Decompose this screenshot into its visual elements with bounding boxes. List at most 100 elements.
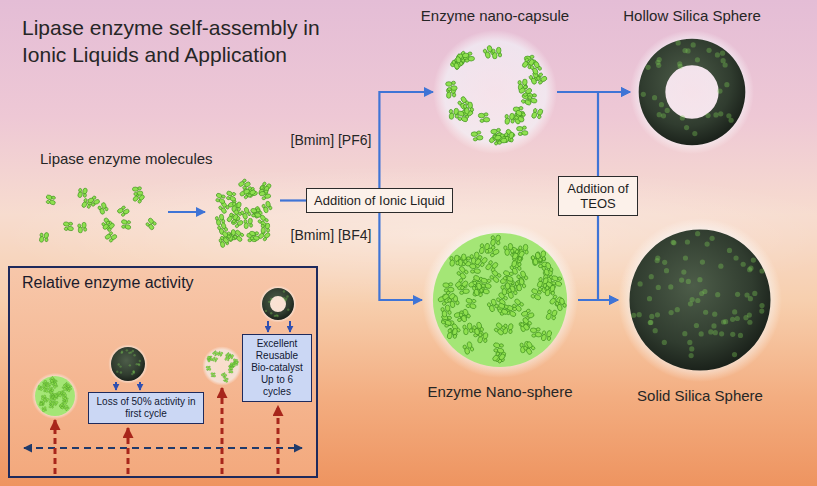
enzyme-molecule: [500, 282, 511, 295]
enzyme-speck: [117, 363, 119, 365]
node-label: Relative enzyme activity: [22, 274, 316, 292]
enzyme-speck: [724, 82, 729, 87]
enzyme-molecule: [232, 229, 246, 243]
enzyme-speck: [126, 349, 128, 351]
enzyme-speck: [748, 296, 753, 301]
enzyme-molecule: [471, 131, 483, 141]
enzyme-molecule: [489, 234, 501, 248]
loss-arrow: [267, 321, 269, 332]
enzyme-speck: [645, 65, 650, 70]
enzyme-molecule: [449, 254, 460, 267]
nano-capsule: Enzyme nano-capsule: [433, 30, 557, 154]
process-box: Addition of TEOS: [558, 176, 638, 216]
enzyme-speck: [662, 340, 667, 345]
enzyme-molecule: [442, 282, 455, 293]
enzyme-molecule: [102, 219, 116, 233]
activity-arrow: [277, 406, 280, 474]
step-arrow: [168, 211, 205, 213]
node-label: Enzyme nano-capsule: [421, 7, 569, 24]
enzyme-speck: [705, 242, 710, 247]
inset-panel: Relative enzyme activityLoss of 50% acti…: [8, 266, 318, 478]
enzyme-molecule: [536, 275, 550, 290]
enzyme-speck: [270, 312, 272, 314]
enzyme-molecule: [49, 376, 55, 383]
enzyme-molecule: [511, 248, 526, 263]
enzyme-speck: [655, 60, 660, 65]
enzyme-speck: [668, 284, 673, 289]
enzyme-speck: [747, 267, 752, 272]
enzyme-molecule: [468, 263, 481, 275]
enzyme-molecule: [518, 84, 533, 98]
enzyme-speck: [649, 314, 654, 319]
enzyme-molecule: [462, 52, 475, 63]
enzyme-speck: [702, 289, 707, 294]
sphere-illustration: [630, 30, 754, 154]
activity-arrow: [221, 388, 224, 474]
enzyme-molecule: [518, 316, 533, 331]
enzyme-molecule: [221, 372, 228, 378]
enzyme-speck: [647, 296, 652, 301]
glow: [202, 346, 242, 386]
enzyme-molecule: [455, 265, 470, 280]
enzyme-molecule: [484, 259, 499, 274]
enzyme-speck: [664, 268, 669, 273]
enzyme-speck: [713, 112, 718, 117]
flow-arrow: [379, 92, 433, 188]
enzyme-speck: [116, 370, 118, 372]
enzyme-speck: [711, 323, 716, 328]
enzyme-molecule: [37, 385, 44, 391]
enzyme-speck: [700, 260, 705, 265]
loss-arrow: [139, 382, 141, 390]
glow: [32, 373, 79, 420]
enzyme-molecule: [48, 400, 54, 405]
node-label: Hollow Silica Sphere: [623, 7, 761, 24]
enzyme-speck: [759, 309, 764, 314]
enzyme-speck: [120, 371, 122, 373]
enzyme-speck: [706, 48, 711, 53]
molecule-group: Lipase enzyme molecules: [28, 150, 280, 250]
enzyme-speck: [653, 328, 658, 333]
enzyme-speck: [720, 51, 725, 56]
enzyme-speck: [283, 297, 285, 299]
enzyme-speck: [684, 125, 689, 130]
enzyme-speck: [741, 262, 746, 267]
enzyme-molecule: [472, 282, 484, 296]
enzyme-speck: [669, 310, 674, 315]
enzyme-speck: [655, 258, 660, 263]
enzyme-speck: [690, 297, 695, 302]
enzyme-molecule: [144, 217, 158, 231]
enzyme-speck: [268, 301, 270, 303]
node-label: Loss of 50% activity in first cycle: [93, 396, 199, 420]
enzyme-molecule: [120, 218, 133, 230]
flow-arrow: [379, 213, 422, 300]
enzyme-speck: [732, 309, 737, 314]
enzyme-speck: [692, 131, 697, 136]
enzyme-molecule: [38, 400, 44, 407]
enzyme-molecule: [56, 391, 63, 398]
solid-silica: [629, 229, 770, 370]
enzyme-speck: [121, 351, 123, 353]
enzyme-speck: [285, 297, 287, 299]
enzyme-molecule: [63, 404, 70, 411]
enzyme-sphere: [35, 376, 75, 416]
enzyme-speck: [721, 319, 726, 324]
hollow-silica: [639, 39, 746, 146]
enzyme-speck: [717, 88, 722, 93]
enzyme-molecule: [504, 112, 515, 125]
enzyme-molecule: [47, 388, 54, 395]
enzyme-speck: [133, 354, 135, 356]
enzyme-speck: [747, 320, 752, 325]
enzyme-molecule: [503, 243, 514, 256]
glow: [108, 344, 148, 384]
enzyme-speck: [743, 315, 748, 320]
enzyme-speck: [695, 57, 700, 62]
enzyme-molecule: [87, 195, 100, 208]
enzyme-speck: [733, 255, 738, 260]
note-box: Loss of 50% activity in first cycle: [88, 392, 204, 424]
enzyme-molecule: [62, 221, 74, 232]
enzyme-speck: [697, 277, 702, 282]
title: Lipase enzyme self-assembly in Ionic Liq…: [22, 14, 352, 69]
enzyme-speck: [286, 295, 288, 297]
enzyme-sphere: [433, 233, 567, 367]
